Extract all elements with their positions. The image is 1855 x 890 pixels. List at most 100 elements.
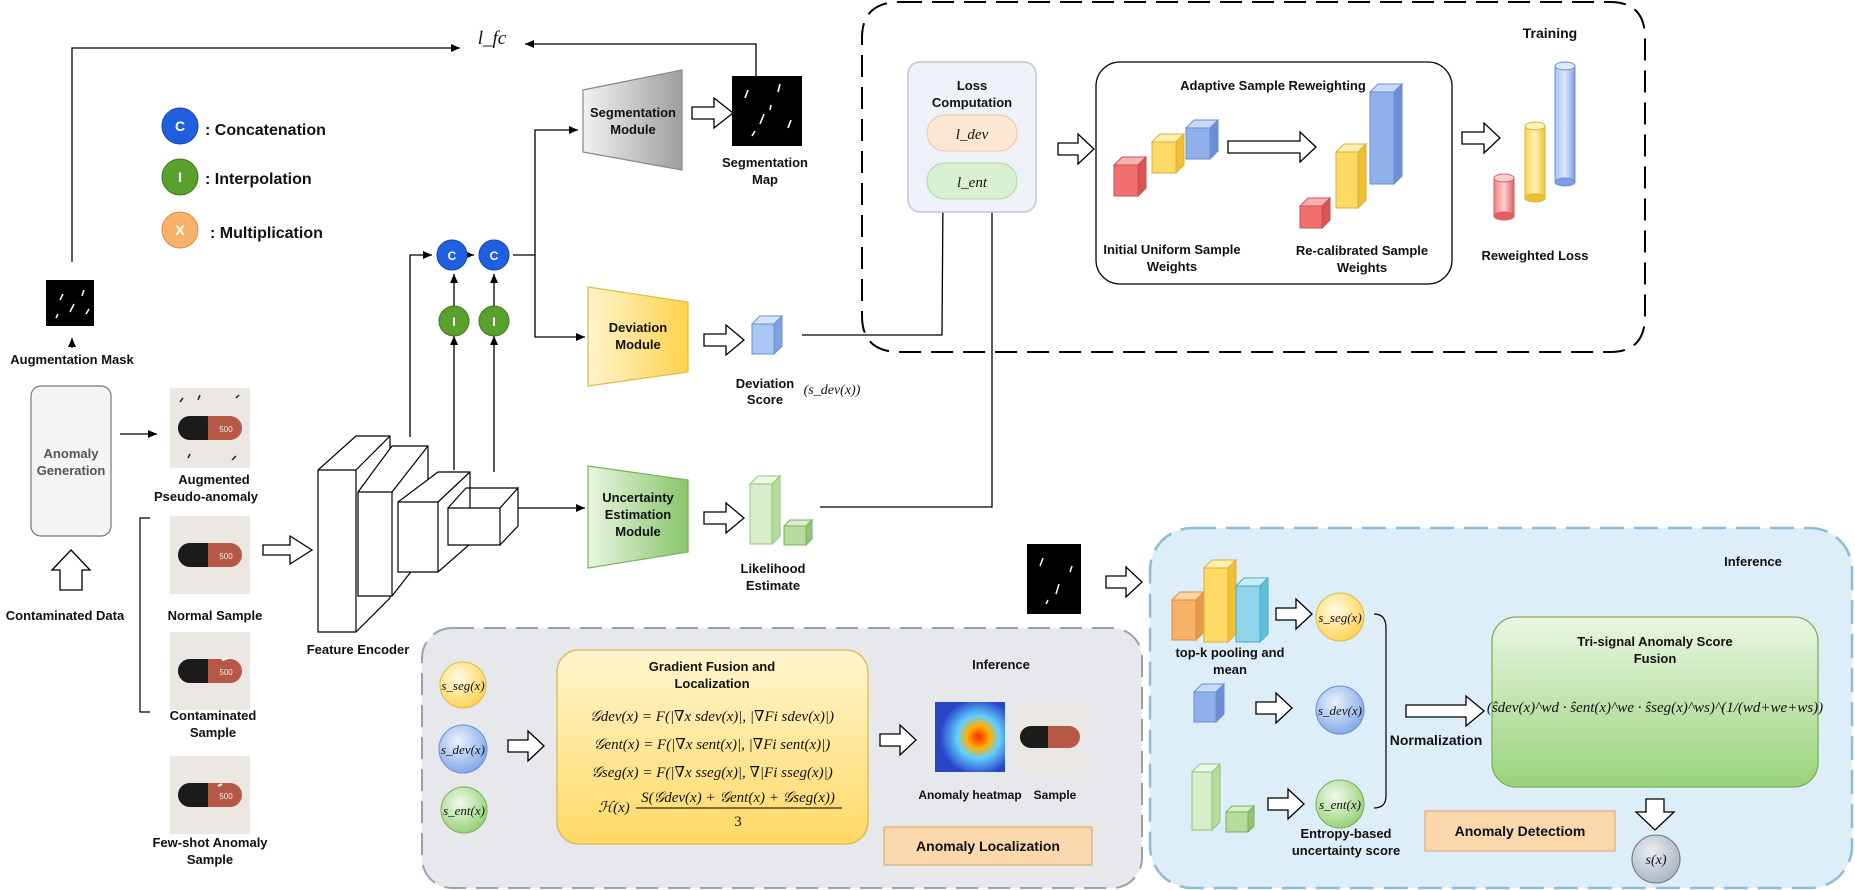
- sample-pill-image: [1014, 702, 1086, 772]
- reweighted-loss: Reweighted Loss: [1482, 248, 1589, 263]
- anomaly-heatmap-image: [935, 702, 1005, 772]
- loc-sdev: s_dev(x): [441, 742, 485, 757]
- mult-symbol: X: [175, 222, 185, 238]
- deviation-score-cube: [750, 314, 784, 356]
- det-sdev-node: [1315, 685, 1365, 735]
- input-mask-image: [1027, 544, 1081, 614]
- segmentation-map-line1: Segmentation: [722, 155, 808, 170]
- dev-cube: [1192, 682, 1226, 724]
- augmentation-mask-image: [46, 280, 94, 326]
- mult-icon: [161, 211, 199, 249]
- concat-symbol: C: [175, 118, 185, 134]
- deviation-line2: Module: [615, 337, 661, 352]
- segmentation-map-line2: Map: [752, 172, 778, 187]
- localization-label: Anomaly Localization: [916, 838, 1060, 854]
- seg-to-map-arrow: [691, 96, 735, 130]
- asr-inner-arrow: [1227, 130, 1317, 164]
- segmentation-map-image: [732, 76, 802, 146]
- gf-eq-seg: 𝒢seg(x) = F(|∇x sseg(x)|, ∇|Fi sseg(x)|): [591, 765, 833, 781]
- fusion-line2: Fusion: [1634, 651, 1677, 666]
- entropy-line1: Entropy-based: [1300, 826, 1391, 841]
- det-sent-node: [1315, 779, 1365, 829]
- encoder-connections: [409, 126, 585, 512]
- dev-to-loss-line: [802, 191, 947, 336]
- encoder-label: Feature Encoder: [307, 642, 410, 657]
- unc-to-loss-line: [820, 192, 996, 508]
- final-score: s(x): [1646, 853, 1667, 868]
- sample-bracket: [139, 517, 150, 713]
- gf-title-line1: Gradient Fusion and: [649, 659, 775, 674]
- gradient-fusion-box: [556, 649, 869, 845]
- concat-node-1: [436, 239, 468, 271]
- loss-to-asr-arrow: [1057, 132, 1095, 166]
- anomaly-generation-line1: Anomaly: [44, 446, 100, 461]
- ent-to-sent-arrow: [1267, 787, 1305, 821]
- concat-nodes: C C I I: [436, 239, 510, 337]
- unc-to-likelihood-arrow: [703, 501, 746, 535]
- gf-eq-h-den: 3: [734, 814, 742, 830]
- loss-ent-pill: [926, 162, 1018, 200]
- lfc-symbol: l_fc: [478, 28, 507, 49]
- concat-node-2: [478, 239, 510, 271]
- loss-line1: Loss: [957, 78, 987, 93]
- asr-title: Adaptive Sample Reweighting: [1180, 78, 1366, 93]
- topk-line2: mean: [1213, 662, 1247, 677]
- lfc-arrow-right: [525, 40, 757, 80]
- dev-to-sdev-arrow: [1255, 691, 1293, 725]
- pill-text: 500: [219, 668, 233, 677]
- interp-node-1: [438, 305, 470, 337]
- pool-to-sseg-arrow: [1275, 597, 1313, 631]
- loc-sseg: s_seg(x): [441, 678, 484, 693]
- normal-pill-image: 500: [170, 516, 250, 594]
- heatmap-label: Anomaly heatmap: [918, 788, 1021, 802]
- interp-symbol: I: [178, 169, 182, 185]
- entropy-line2: uncertainty score: [1292, 843, 1400, 858]
- input-mask-strokes: [1039, 557, 1073, 605]
- loc-inference-title: Inference: [972, 657, 1030, 672]
- initial-weight-cubes: [1112, 118, 1220, 198]
- det-inference-title: Inference: [1724, 554, 1782, 569]
- fusion-line1: Tri-signal Anomaly Score: [1577, 634, 1733, 649]
- deviation-score-symbol: (s_dev(x)): [804, 383, 861, 398]
- deviation-module: Deviation Module: [587, 286, 689, 387]
- contaminated-data-label: Contaminated Data: [6, 608, 125, 623]
- gf-eq-dev: 𝒢dev(x) = F(|∇x sdev(x)|, |∇Fi sdev(x)|): [590, 709, 834, 725]
- to-encoder-arrow: [262, 534, 314, 566]
- recal-line2: Weights: [1337, 260, 1387, 275]
- concat-icon: [161, 107, 199, 145]
- to-fusion-arrow: [1405, 694, 1486, 728]
- interp-label: : Interpolation: [205, 171, 312, 188]
- recalibrated-weight-cubes: [1298, 82, 1404, 230]
- fusion-box: [1491, 616, 1819, 788]
- det-sent: s_ent(x): [1319, 797, 1361, 812]
- deviation-score-line1: Deviation: [736, 376, 795, 391]
- loc-sdev-node: [438, 724, 488, 774]
- gf-eq-h-num: S(𝒢dev(x) + 𝒢ent(x) + 𝒢seg(x)): [641, 790, 835, 806]
- legend: C : Concatenation I : Interpolation X : …: [161, 107, 326, 249]
- segmentation-module: Segmentation Module: [582, 69, 683, 171]
- interp-icon: [161, 158, 199, 196]
- dev-to-score-arrow: [703, 323, 746, 357]
- uncertainty-line1: Uncertainty: [602, 490, 674, 505]
- seg-map-strokes: [744, 83, 792, 137]
- fewshot-pill-image: 500: [170, 756, 250, 834]
- deviation-line1: Deviation: [609, 320, 668, 335]
- augmented-pill-image: 500: [170, 388, 250, 468]
- left-column: l_fc Augmentation Mask Anomaly Generatio…: [6, 28, 757, 867]
- gf-to-heatmap-arrow: [879, 723, 917, 757]
- fusion-down-arrow: [1634, 798, 1676, 831]
- localization-label-box: [883, 826, 1093, 866]
- gf-title-line2: Localization: [674, 676, 749, 691]
- sample-label: Sample: [1034, 788, 1077, 802]
- mult-label: : Multiplication: [210, 225, 323, 242]
- initial-line2: Weights: [1147, 259, 1197, 274]
- uncertainty-line3: Module: [615, 524, 661, 539]
- deviation-score-line2: Score: [747, 392, 783, 407]
- likelihood-cubes: [748, 474, 814, 547]
- loc-sent: s_ent(x): [443, 803, 485, 818]
- localization-region: s_seg(x) s_dev(x) s_ent(x) Gradient Fusi…: [421, 627, 1143, 889]
- loss-dev: l_dev: [956, 127, 989, 143]
- gf-eq-h-left: ℋ(x): [598, 800, 629, 816]
- loss-dev-pill: [926, 114, 1018, 152]
